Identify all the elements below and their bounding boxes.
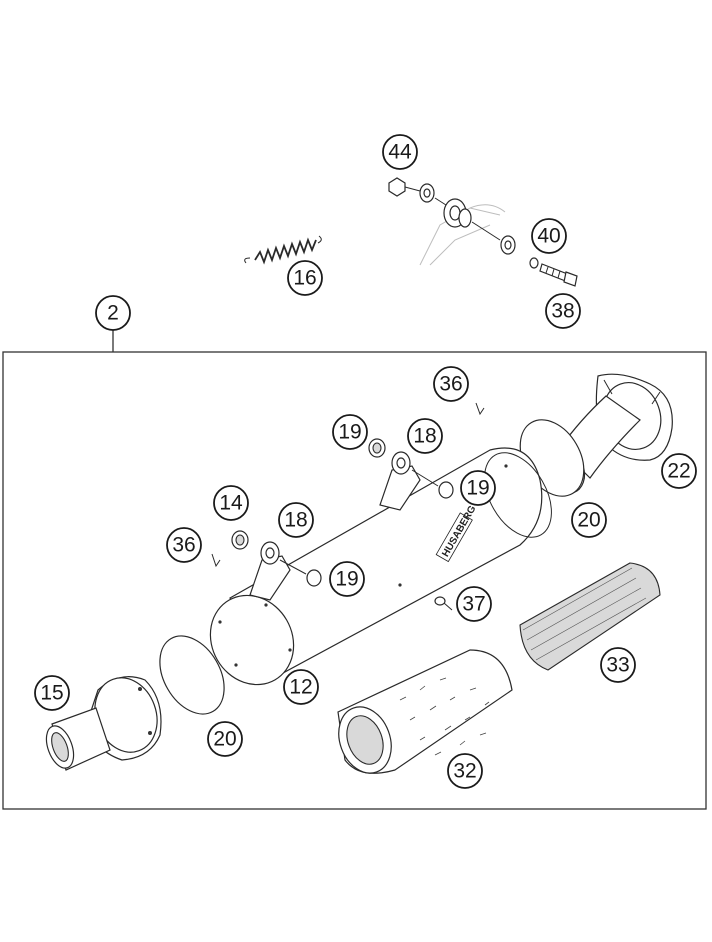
callout-label: 32 (453, 760, 476, 783)
callout-33: 33 (600, 647, 636, 683)
callout-18-top: 18 (407, 418, 443, 454)
part-20-gasket-left (159, 635, 225, 715)
part-33-packing-mat (519, 562, 661, 671)
callout-38: 38 (545, 293, 581, 329)
callout-37: 37 (456, 586, 492, 622)
part-44-hardware (388, 177, 501, 241)
callout-12: 12 (283, 669, 319, 705)
part-16-spring (244, 235, 322, 265)
part-36-rivets (211, 402, 485, 568)
callout-15: 15 (34, 675, 70, 711)
callout-19-low: 19 (329, 561, 365, 597)
callout-label: 18 (413, 425, 436, 448)
callout-2: 2 (95, 295, 131, 331)
callout-label: 19 (335, 568, 358, 591)
part-37-screw (434, 596, 453, 611)
callout-label: 18 (284, 509, 307, 532)
callout-19-mid: 19 (460, 470, 496, 506)
callout-label: 20 (577, 509, 600, 532)
callout-14: 14 (213, 485, 249, 521)
callout-19-top: 19 (332, 414, 368, 450)
callout-label: 12 (289, 676, 312, 699)
callout-36-left: 36 (166, 527, 202, 563)
callout-label: 38 (551, 300, 574, 323)
callout-32: 32 (447, 753, 483, 789)
part-15-inlet-cap (45, 676, 162, 771)
part-12-silencer-body: HUSABERG (209, 447, 552, 686)
mount-hardware (231, 438, 454, 587)
callout-label: 36 (172, 534, 195, 557)
callout-44: 44 (382, 134, 418, 170)
callout-label: 19 (466, 477, 489, 500)
part-32-packing (337, 649, 513, 774)
callout-label: 20 (213, 728, 236, 751)
part-40-washer (500, 235, 539, 269)
callout-20-left: 20 (207, 721, 243, 757)
callout-16: 16 (287, 260, 323, 296)
callout-22: 22 (661, 453, 697, 489)
callout-label: 22 (667, 460, 690, 483)
part-38-bolt (539, 263, 578, 287)
assembly-frame (2, 329, 707, 810)
callout-label: 14 (219, 492, 243, 515)
callout-label: 37 (462, 593, 485, 616)
callout-20-right: 20 (571, 502, 607, 538)
callout-36-top: 36 (433, 366, 469, 402)
callout-label: 40 (537, 225, 560, 248)
callout-label: 16 (293, 267, 316, 290)
callout-label: 2 (107, 302, 119, 325)
callout-label: 33 (606, 654, 629, 677)
callout-label: 44 (388, 141, 412, 164)
callout-label: 19 (338, 421, 361, 444)
callout-40: 40 (531, 218, 567, 254)
callout-label: 36 (439, 373, 462, 396)
callout-label: 15 (40, 682, 63, 705)
callout-18-mid: 18 (278, 502, 314, 538)
